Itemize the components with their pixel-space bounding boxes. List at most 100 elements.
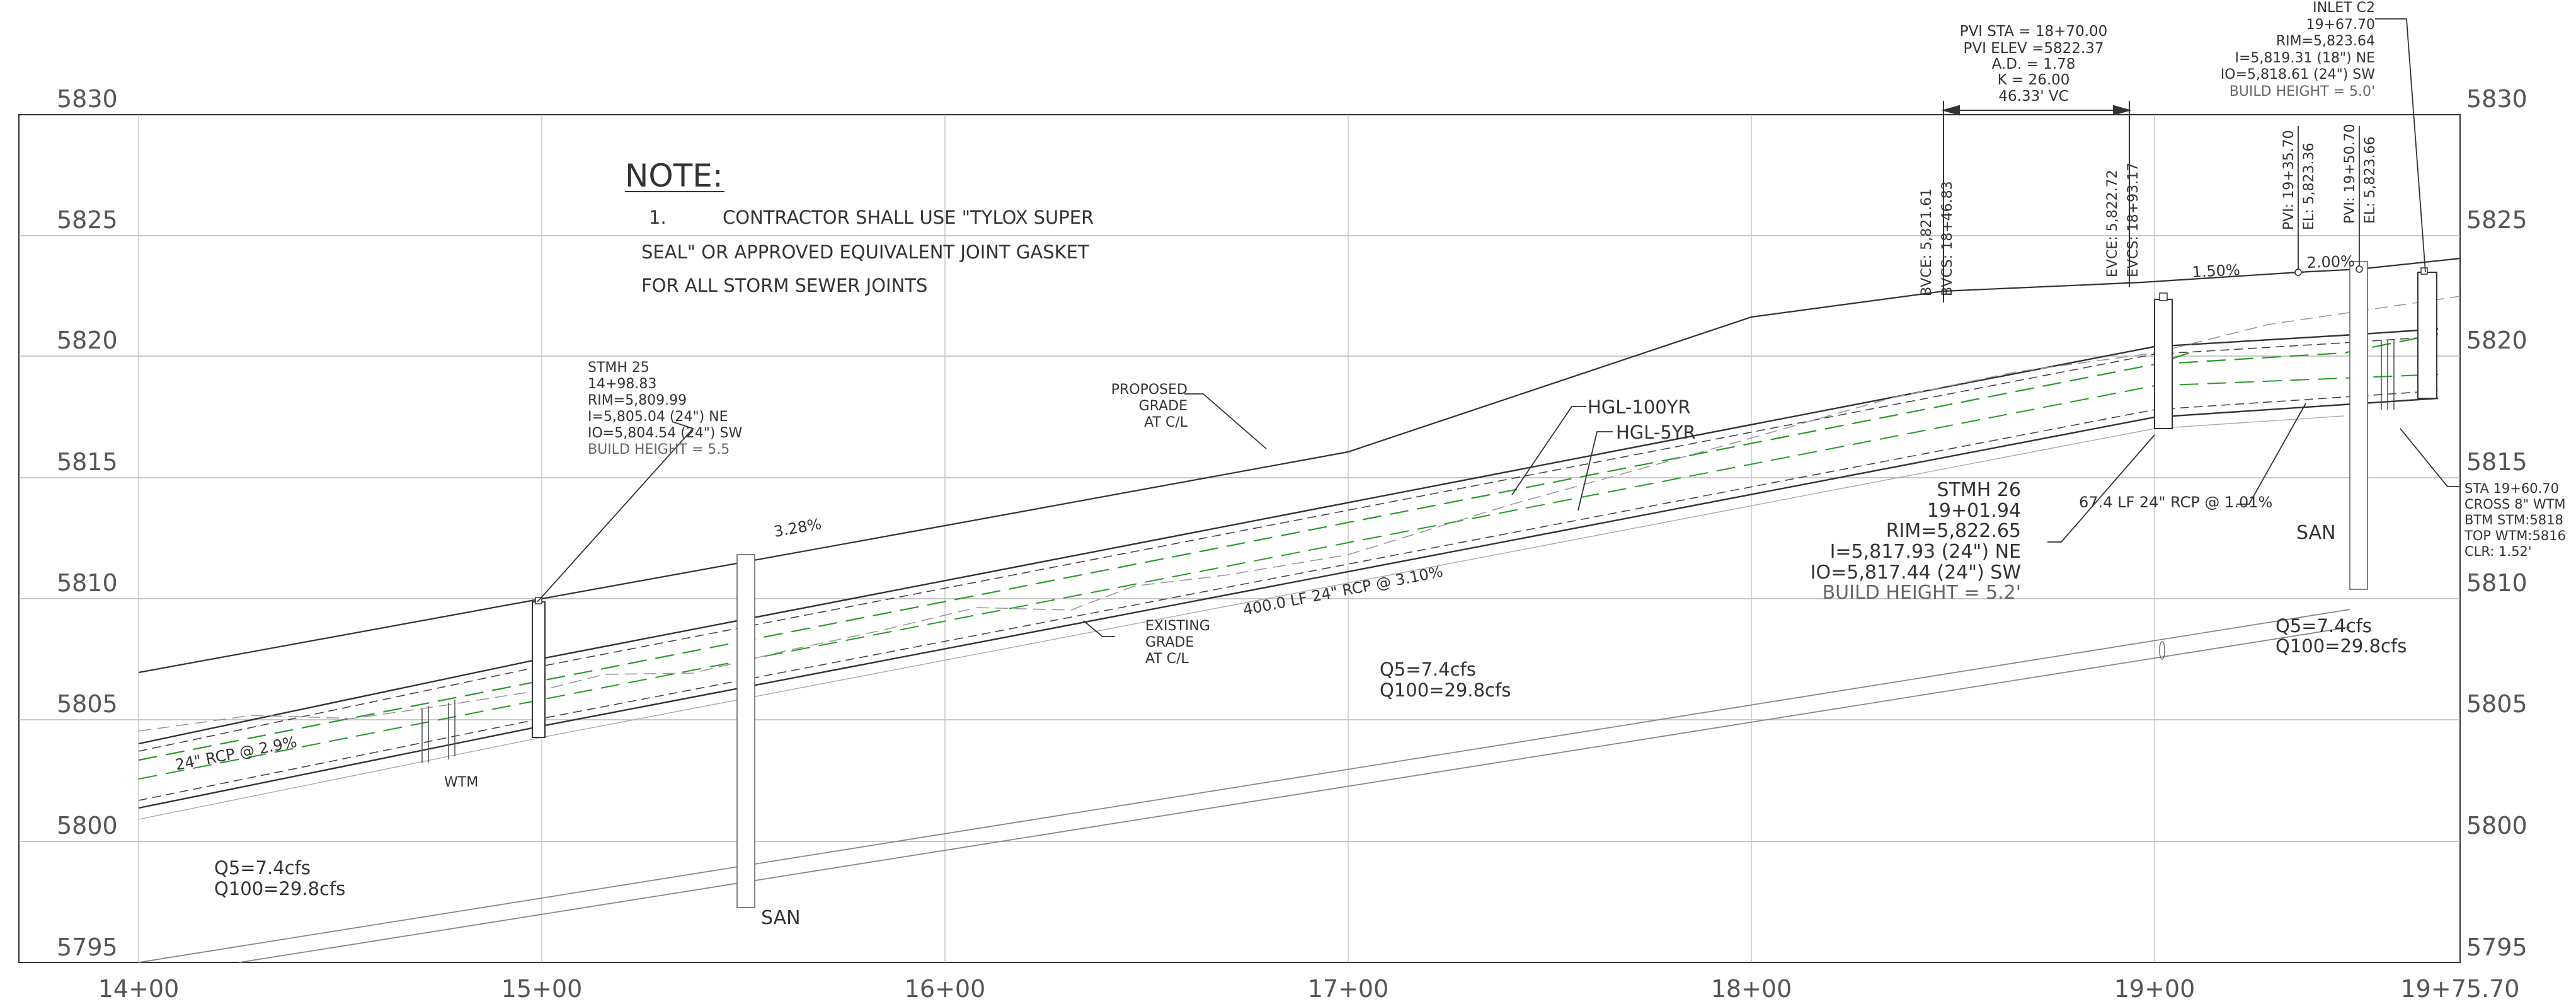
station-label-18-00: 18+00 <box>1711 975 1792 1003</box>
stmh26-inv-out: IO=5,817.44 (24") SW <box>1811 562 2021 584</box>
leader-lines <box>537 18 2460 637</box>
san-label-right: SAN <box>2296 522 2336 544</box>
stmh26-cover <box>2159 292 2168 301</box>
stmh25-structure <box>532 601 546 738</box>
plot-frame <box>18 114 2461 963</box>
existing-label-3: AT C/L <box>1145 651 1189 667</box>
stmh26-rim: RIM=5,822.65 <box>1886 520 2021 542</box>
inlet-c2-inv-out: IO=5,818.61 (24") SW <box>2221 67 2375 83</box>
elev-label-5825: 5825 <box>57 206 118 234</box>
stmh25-info: STMH 25 14+98.83 RIM=5,809.99 I=5,805.04… <box>588 360 742 458</box>
stmh26-info: STMH 26 19+01.94 RIM=5,822.65 I=5,817.93… <box>1811 479 2021 604</box>
elevation-labels-left: 5830 5825 5820 5815 5810 5805 5800 5795 <box>57 85 118 961</box>
elev-label-5830: 5830 <box>57 85 118 113</box>
vertical-curve-labels: BVCE: 5,821.61 BVCS: 18+46.83 EVCE: 5,82… <box>1919 124 2378 296</box>
pipe-bedding <box>138 415 2344 820</box>
proposed-grade-callout: PROPOSED GRADE AT C/L <box>1111 382 1188 430</box>
inlet-c2-name: INLET C2 <box>2313 0 2375 16</box>
stmh25-sta: 14+98.83 <box>588 376 656 392</box>
san-manhole-left <box>736 554 755 908</box>
san-manhole-right <box>2349 261 2368 590</box>
evce-label: EVCE: 5,822.72 <box>2105 170 2121 277</box>
pvi-k: K = 26.00 <box>1998 72 2070 88</box>
stmh25-inv-in: I=5,805.04 (24") NE <box>588 409 728 425</box>
station-label-14-00: 14+00 <box>98 975 180 1003</box>
stmh25-rim: RIM=5,809.99 <box>588 393 687 408</box>
elev-label-5805: 5805 <box>57 690 118 718</box>
sanitary-line-top <box>138 609 2350 963</box>
inlet-c2-sta: 19+67.70 <box>2306 17 2375 33</box>
station-label-16-00: 16+00 <box>905 975 986 1003</box>
flow-mid-q100: Q100=29.8cfs <box>1380 679 1511 701</box>
station-label-end: 19+75.70 <box>2401 975 2520 1003</box>
crossing-info: STA 19+60.70 CROSS 8" WTM BTM STM:5818 T… <box>2464 481 2566 559</box>
pipe-label-2: 400.0 LF 24" RCP @ 3.10% <box>1242 563 1445 619</box>
vertical-curve-dimension <box>1941 101 2132 303</box>
pvi2-point <box>2356 265 2363 273</box>
elev-label-5815-right: 5815 <box>2466 448 2527 476</box>
station-label-19-00: 19+00 <box>2114 975 2195 1003</box>
elev-label-5830-right: 5830 <box>2466 85 2527 113</box>
elev-label-5795-right: 5795 <box>2466 933 2527 961</box>
stmh26-structure <box>2154 299 2173 429</box>
sanitary-line-bottom <box>239 626 2350 963</box>
pvi-elev: PVI ELEV =5822.37 <box>1963 40 2104 57</box>
note-title: NOTE: <box>625 158 723 194</box>
note-line-3: FOR ALL STORM SEWER JOINTS <box>641 275 927 296</box>
flow-right-q100: Q100=29.8cfs <box>2275 635 2407 657</box>
pipe-label-1: 24" RCP @ 2.9% <box>174 733 299 774</box>
inlet-c2-info: INLET C2 19+67.70 RIM=5,823.64 I=5,819.3… <box>2221 0 2375 100</box>
pipe-crown-outer <box>138 328 2439 745</box>
inlet-c2-rim: RIM=5,823.64 <box>2276 33 2375 49</box>
inlet-c2-cover <box>2420 267 2428 275</box>
stmh26-sta: 19+01.94 <box>1927 500 2021 522</box>
existing-grade-line <box>138 296 2461 732</box>
flow-mid-q5: Q5=7.4cfs <box>1380 659 1476 680</box>
station-label-17-00: 17+00 <box>1308 975 1389 1003</box>
elev-label-5800-right: 5800 <box>2466 812 2527 840</box>
note-line-1: CONTRACTOR SHALL USE "TYLOX SUPER <box>723 207 1094 228</box>
pvi-ad: A.D. = 1.78 <box>1992 56 2076 72</box>
crossing-sta: STA 19+60.70 <box>2464 481 2559 496</box>
elev-label-5815: 5815 <box>57 448 118 476</box>
wtm-crossing <box>421 700 455 763</box>
grade-3-28: 3.28% <box>772 515 823 541</box>
elev-label-5795: 5795 <box>57 933 118 961</box>
existing-label-2: GRADE <box>1145 635 1194 650</box>
proposed-grade-line <box>138 257 2461 674</box>
pipe-label-3: 67.4 LF 24" RCP @ 1.01% <box>2079 493 2272 511</box>
inlet-c2-structure <box>2417 272 2437 399</box>
station-label-15-00: 15+00 <box>501 975 583 1003</box>
bvcs-label: BVCS: 18+46.83 <box>1940 181 1955 296</box>
proposed-label-1: PROPOSED <box>1111 382 1188 398</box>
note-item-number: 1. <box>649 207 667 228</box>
existing-label-1: EXISTING <box>1145 618 1210 634</box>
flow-right-q5: Q5=7.4cfs <box>2275 615 2372 637</box>
crossing-top: TOP WTM:5816 <box>2464 528 2566 543</box>
stmh25-inv-out: IO=5,804.54 (24") SW <box>588 425 742 441</box>
elev-label-5805-right: 5805 <box>2466 690 2527 718</box>
elev-label-5800: 5800 <box>57 812 118 840</box>
stmh26-build: BUILD HEIGHT = 5.2' <box>1823 582 2021 604</box>
stmh26-inv-in: I=5,817.93 (24") NE <box>1830 541 2021 563</box>
inlet-c2-build: BUILD HEIGHT = 5.0' <box>2230 84 2375 100</box>
station-gridlines <box>138 115 2155 962</box>
grade-1-50: 1.50% <box>2192 261 2241 281</box>
pvi1-point <box>2294 268 2302 276</box>
pipe-crown-inner <box>138 336 2439 752</box>
elevation-gridlines <box>19 235 2460 842</box>
elevation-labels-right: 5830 5825 5820 5815 5810 5805 5800 5795 <box>2466 85 2527 961</box>
pvi-sta: PVI STA = 18+70.00 <box>1960 23 2108 40</box>
pvi2-el-label: EL: 5,823.66 <box>2362 136 2378 224</box>
hgl-5yr-label: HGL-5YR <box>1616 422 1696 443</box>
grade-2-00: 2.00% <box>2306 252 2355 272</box>
san-label-left: SAN <box>761 907 801 929</box>
pvi1-sta-label: PVI: 19+35.70 <box>2281 130 2297 230</box>
stmh25-name: STMH 25 <box>588 360 650 376</box>
pvi1-el-label: EL: 5,823.36 <box>2301 142 2317 230</box>
pvi-info: PVI STA = 18+70.00 PVI ELEV =5822.37 A.D… <box>1960 23 2108 105</box>
proposed-label-3: AT C/L <box>1144 415 1188 430</box>
elev-label-5810: 5810 <box>57 569 118 597</box>
wtm-label: WTM <box>444 775 478 790</box>
